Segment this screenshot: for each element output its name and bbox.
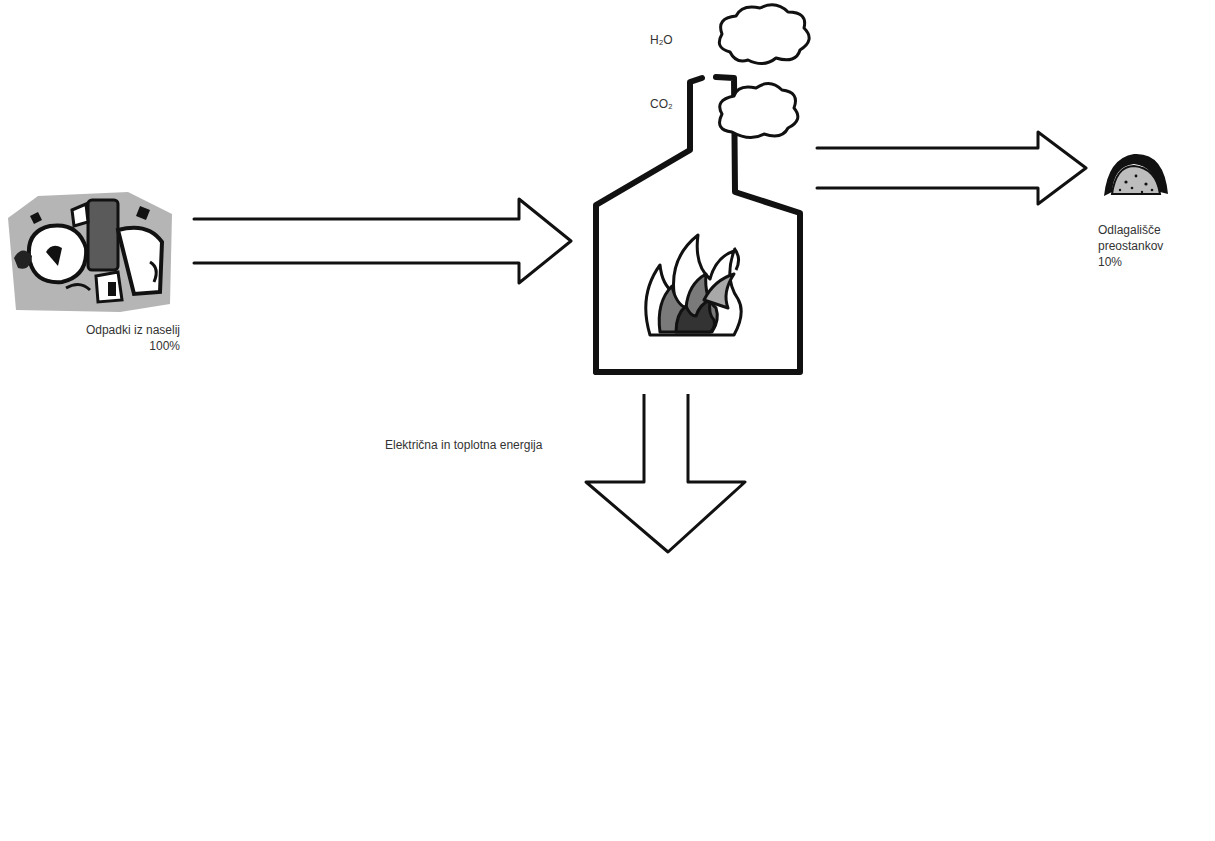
smoke-cloud bbox=[720, 83, 798, 137]
flow-arrow bbox=[194, 199, 571, 283]
node-title: Odlagališče preostankov bbox=[1098, 222, 1202, 254]
incinerator bbox=[585, 70, 805, 380]
emission-label: H₂O bbox=[650, 33, 673, 47]
percentage: 10% bbox=[1098, 254, 1202, 270]
emission-label: CO₂ bbox=[650, 97, 673, 111]
flames bbox=[646, 235, 741, 335]
energy-arrow bbox=[586, 394, 745, 552]
steam-cloud bbox=[719, 5, 809, 64]
landfill-icon bbox=[1104, 154, 1168, 196]
percentage: 100% bbox=[5, 338, 180, 354]
flow-arrow bbox=[817, 132, 1086, 204]
incinerator-building bbox=[596, 77, 800, 372]
residue-landfill: Odlagališče preostankov10% bbox=[1098, 150, 1202, 271]
node-title: Odpadki iz naselij bbox=[5, 322, 180, 338]
energy-label: Električna in toplotna energija bbox=[385, 438, 542, 452]
waste-pile-icon bbox=[8, 192, 172, 312]
waste-source: Odpadki iz naselij100% bbox=[5, 190, 180, 354]
